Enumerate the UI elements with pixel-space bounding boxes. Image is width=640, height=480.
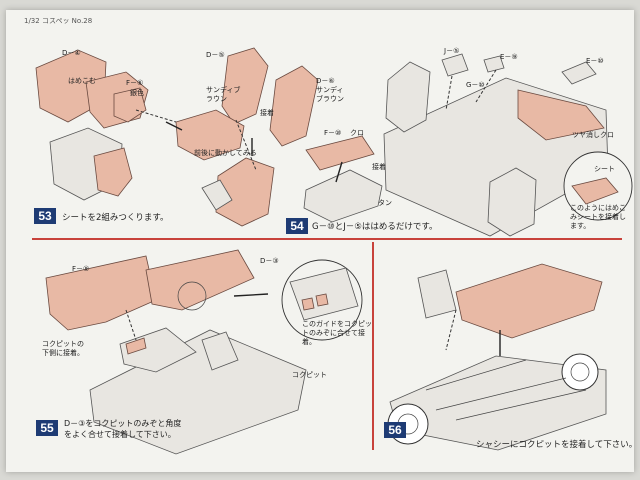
step-53-label-2: はめこむ [68,77,96,85]
horizontal-divider [32,238,622,240]
step-54-label-8: ツヤ消しクロ [572,131,614,139]
step-56-drawing [387,263,607,451]
step-53-label-1: D－④ [62,49,81,57]
step-53-label-3: F－⑥ [126,79,144,87]
step-53-label-4: 銀色 [130,89,144,97]
step-54-label-7: 接着 [372,163,386,171]
step-54-label-11: このようにはめこみシートを接着します。 [570,204,626,230]
page-header: 1/32 コスペッ No.28 [24,17,93,25]
step-54-label-3: E－⑩ [586,57,604,65]
step-56-caption: シャシーにコクピットを接着して下さい。 [476,440,638,450]
step-53-number: 53 [34,208,56,224]
step-53-label-9: 接着 [260,109,274,117]
step-54-label-6: クロ [350,129,364,137]
step-53-label-5: D－⑤ [206,51,225,59]
step-54-label-9: タン [378,199,392,207]
step-54-drawing [303,53,633,237]
step-55-label-3: このガイドをコクピットのみぞに合せて接着。 [302,320,372,346]
step-54-caption: G－⑩とJ－⑤ははめるだけです。 [312,222,438,232]
step-54-label-2: E－⑨ [500,53,518,61]
step-54-label-1: J－⑤ [444,47,460,55]
step-54-label-10: シート [594,165,615,173]
step-54-label-4: G－⑩ [466,81,485,89]
step-53-label-7: D－⑥ [316,77,335,85]
step-54-number: 54 [286,218,308,234]
step-53-label-8: サンディブラウン [316,86,344,103]
step-55-label-5: コクピット [292,371,327,379]
step-53-drawing [35,47,319,227]
step-53-label-10: 前後に動かしてみる [194,149,257,157]
step-56-number: 56 [384,422,406,438]
step-55-caption: D－③をコクピットのみぞと角度をよく合せて接着して下さい。 [64,419,182,439]
step-53-caption: シートを2組みつくります。 [62,213,169,223]
step-55-number: 55 [36,420,58,436]
step-53-label-6: サンディブラウン [206,86,241,103]
vertical-divider [372,242,374,450]
step-54-label-5: F－⑩ [324,129,342,137]
instruction-sheet: 1/32 コスペッ No.28 D－④ はめこむ F－⑥ 銀色 D－⑤ サンディ… [6,10,638,472]
step-55-label-1: F－⑨ [72,265,90,273]
step-55-label-2: D－③ [260,257,279,265]
step-55-drawing [45,249,363,455]
step-55-label-4: コクピットの下側に接着。 [42,340,84,357]
